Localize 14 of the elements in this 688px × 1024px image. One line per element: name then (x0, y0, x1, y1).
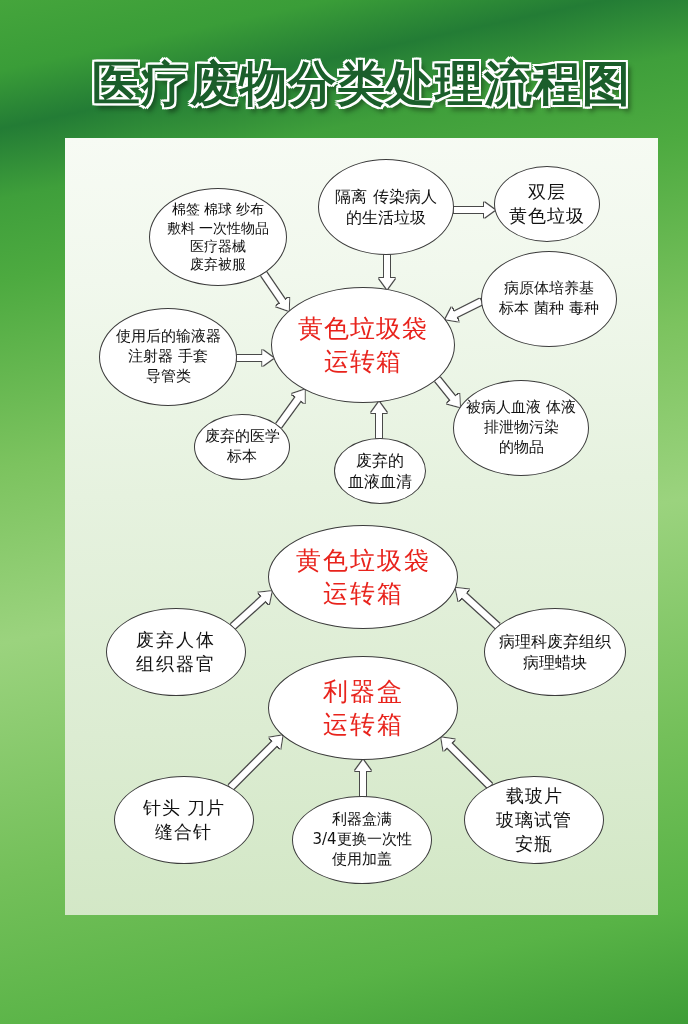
block-arrow (435, 377, 463, 409)
block-arrow (228, 733, 285, 790)
block-arrow (439, 735, 493, 789)
block-arrow (237, 350, 274, 366)
block-arrow (444, 298, 483, 322)
block-arrow (379, 255, 395, 289)
block-arrow (371, 402, 387, 438)
block-arrow (230, 589, 274, 629)
block-arrow (453, 202, 495, 218)
block-arrow (355, 760, 371, 796)
poster-title: 医疗废物分类处理流程图 (90, 54, 632, 113)
block-arrow (453, 585, 500, 629)
block-arrow (276, 388, 308, 428)
block-arrow (261, 272, 292, 313)
